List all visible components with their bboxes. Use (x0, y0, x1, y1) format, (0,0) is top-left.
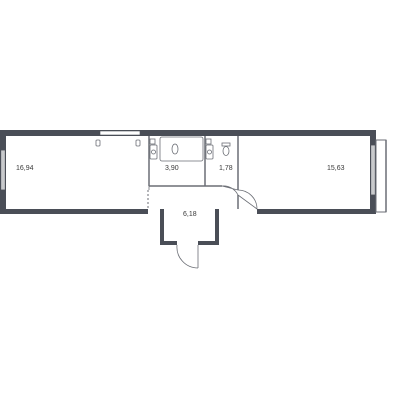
radiator-small (135, 139, 141, 147)
balcony-outline (375, 139, 387, 213)
hall-bottom-wall-right (198, 241, 219, 245)
hall-right-wall (215, 209, 219, 245)
radiator-left (95, 139, 101, 147)
area-labels: 16,94 3,90 1,78 6,18 15,63 (16, 165, 345, 218)
windows (0, 130, 376, 196)
balcony (375, 139, 387, 213)
toilet-bowl (222, 146, 230, 156)
radiator-toilet (205, 138, 212, 145)
entrance-door-swing (176, 244, 199, 269)
area-bathroom: 3,90 (165, 165, 179, 172)
area-hall: 6,18 (183, 211, 197, 218)
radiator-bath (149, 138, 156, 145)
bottom-wall-right (257, 209, 376, 214)
interior-walls (147, 136, 239, 209)
area-living-right: 15,63 (327, 165, 345, 172)
toilet-door-swing (221, 185, 239, 196)
bathtub (159, 136, 204, 162)
hall-left-wall (160, 209, 164, 245)
bath-sink (149, 144, 158, 160)
top-window-left (99, 130, 141, 136)
top-wall (0, 130, 376, 136)
doors (148, 185, 258, 269)
fixtures (95, 136, 231, 162)
toilet-sink (205, 144, 214, 160)
area-toilet: 1,78 (219, 165, 233, 172)
right-room-door-swing (237, 189, 258, 210)
area-living-left: 16,94 (16, 165, 34, 172)
bottom-wall-left (0, 209, 148, 214)
hall-bottom-wall-left (160, 241, 177, 245)
exterior-walls (0, 130, 376, 245)
bathtub-drain (171, 143, 179, 155)
